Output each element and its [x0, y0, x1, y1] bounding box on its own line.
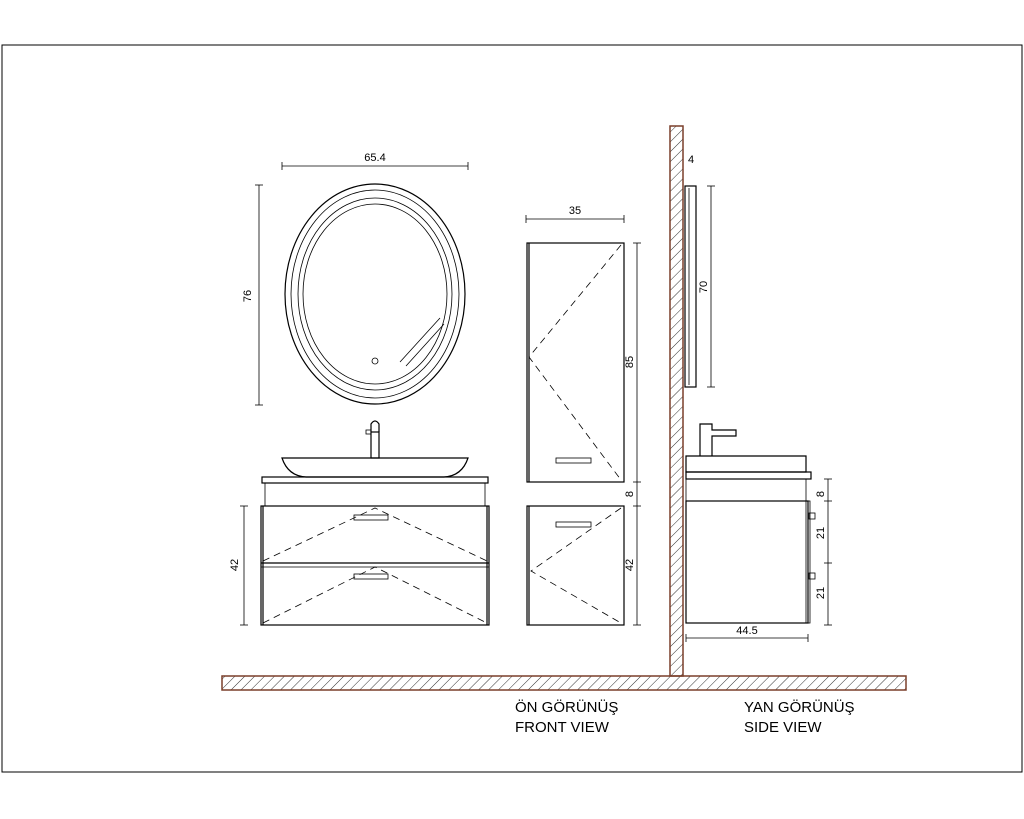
- drawer-handle-bottom: [353, 573, 389, 580]
- side-sink: [685, 455, 812, 502]
- side-view-label: YAN GÖRÜNÜŞ SIDE VIEW: [744, 698, 855, 738]
- side-handle-bottom: [808, 572, 816, 580]
- side-depth-dimension: 44.5: [685, 625, 809, 642]
- base-cabinet-height-label: 42: [229, 559, 241, 571]
- mirror-height-label: 76: [242, 290, 254, 302]
- side-gap-label: 8: [815, 491, 827, 497]
- front-gap-label: 8: [624, 491, 636, 497]
- floor-hatch: [221, 675, 907, 691]
- drawing-frame: [1, 44, 1023, 773]
- front-view-label: ÖN GÖRÜNÜŞ FRONT VIEW: [515, 698, 618, 738]
- side-view-title-en: SIDE VIEW: [744, 719, 822, 736]
- tall-unit-height-dimension: 85 8 42: [624, 242, 641, 626]
- tall-unit-lower-handle: [555, 521, 592, 528]
- faucet: [365, 420, 380, 459]
- side-drawer-2-label: 21: [815, 587, 827, 599]
- side-handle-top: [808, 512, 816, 520]
- side-faucet: [699, 423, 737, 456]
- tall-unit-lower-height-label: 42: [624, 559, 636, 571]
- drawer-handle-top: [353, 514, 389, 521]
- side-mirror: [684, 185, 697, 388]
- side-cabinet: [685, 500, 816, 624]
- base-cabinet-height-dimension: 42: [229, 505, 248, 626]
- vessel-sink: [261, 457, 489, 507]
- side-depth-label: 44.5: [736, 625, 757, 637]
- tall-unit-handle: [555, 457, 592, 464]
- tall-unit-upper: [526, 242, 625, 483]
- front-view-title-tr: ÖN GÖRÜNÜŞ: [515, 699, 619, 716]
- mirror-width-dimension: 65.4: [281, 152, 469, 170]
- round-mirror: [284, 183, 466, 405]
- side-view-title-tr: YAN GÖRÜNÜŞ: [744, 699, 855, 716]
- mirror-width-label: 65.4: [364, 152, 385, 164]
- tall-unit-width-label: 35: [569, 205, 581, 217]
- mirror-height-dimension: 76: [242, 184, 263, 406]
- tall-unit-lower: [526, 505, 625, 626]
- mirror-touch-sensor: [371, 357, 379, 365]
- front-view-title-en: FRONT VIEW: [515, 719, 609, 736]
- side-height-dimension: 8 21 21: [815, 478, 832, 626]
- side-mirror-height-dimension: 70: [698, 185, 715, 388]
- wall-offset-label: 4: [688, 154, 694, 166]
- base-cabinet: [260, 505, 490, 626]
- tall-unit-width-dimension: 35: [525, 205, 625, 223]
- tall-unit-height-label: 85: [624, 356, 636, 368]
- wall-hatch: [669, 125, 684, 677]
- side-drawer-1-label: 21: [815, 527, 827, 539]
- side-mirror-height-label: 70: [698, 281, 710, 293]
